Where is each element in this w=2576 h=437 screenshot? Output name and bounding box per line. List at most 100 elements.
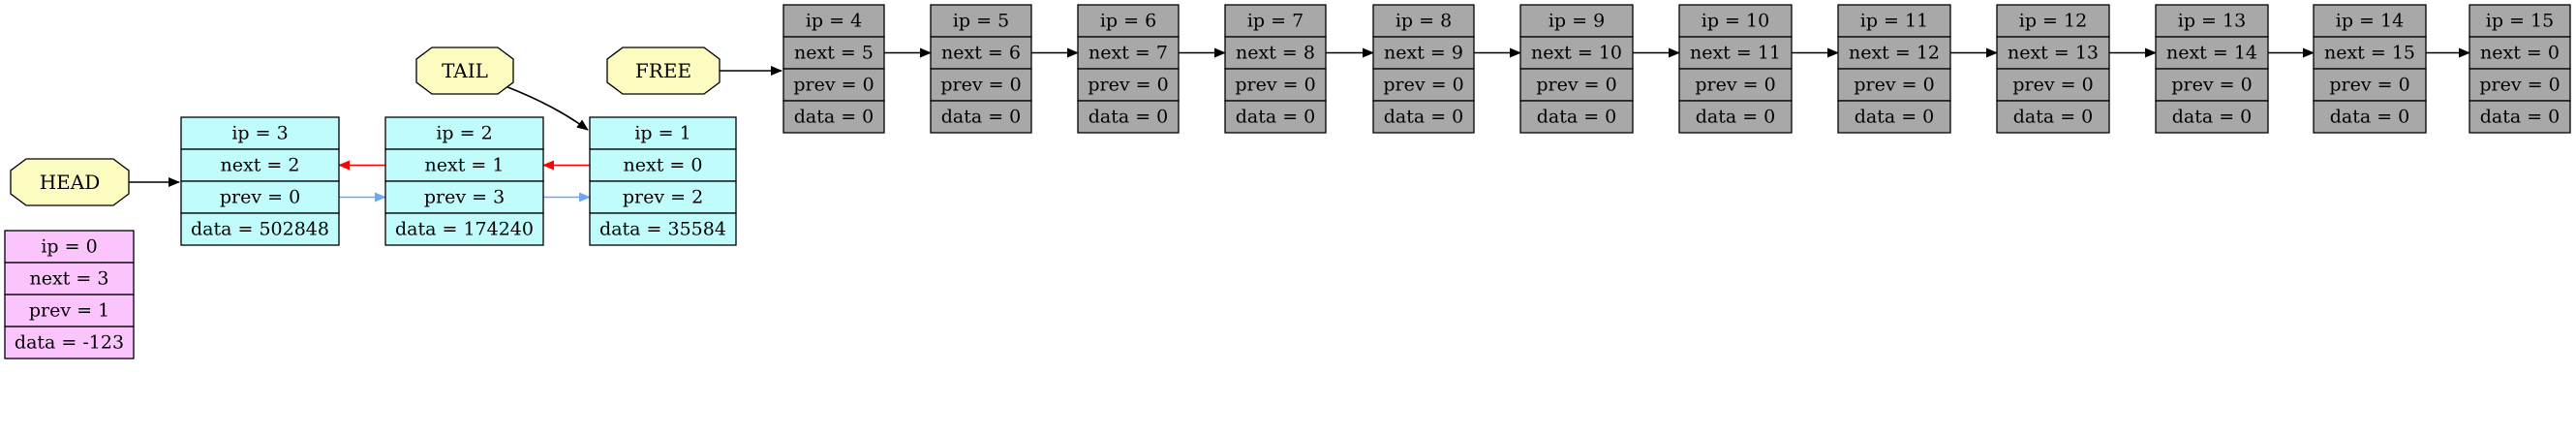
node-cell: [2155, 4, 2269, 38]
node-field-ip: ip = 8: [1395, 11, 1452, 32]
node-field-prev: prev = 2: [623, 187, 703, 208]
node-field-ip: ip = 12: [2019, 11, 2087, 32]
free-pointer: FREE: [606, 47, 721, 95]
node-field-prev: prev = 0: [2479, 75, 2560, 96]
node-field-next: next = 11: [1690, 43, 1781, 64]
node-field-ip: ip = 4: [806, 11, 862, 32]
node-cell: [4, 230, 135, 264]
node-cell: [180, 212, 340, 246]
node-field-data: data = 0: [1537, 107, 1617, 128]
node-cell: [2155, 36, 2269, 70]
head-label: HEAD: [40, 171, 101, 194]
node-cell: [4, 262, 135, 296]
node-field-next: next = 10: [1531, 43, 1622, 64]
node-cell: [1077, 100, 1180, 134]
node-cell: [589, 116, 737, 150]
node-field-next: next = 14: [2166, 43, 2257, 64]
node-cell: [1837, 68, 1951, 102]
node-cell: [930, 100, 1032, 134]
node-field-next: next = 8: [1236, 43, 1315, 64]
node-cell: [2155, 100, 2269, 134]
head-pointer: HEAD: [10, 158, 130, 206]
tail-octagon: [415, 47, 514, 95]
node-cell: [1077, 36, 1180, 70]
node-field-ip: ip = 6: [1100, 11, 1156, 32]
node-field-data: data = 0: [2172, 107, 2253, 128]
node-field-prev: prev = 0: [793, 75, 874, 96]
node-field-next: next = 9: [1384, 43, 1463, 64]
node-field-ip: ip = 13: [2178, 11, 2246, 32]
head-octagon: [10, 158, 130, 206]
node-field-next: next = 0: [2480, 43, 2560, 64]
node-field-data: data = -123: [15, 332, 124, 354]
free-label: FREE: [635, 59, 691, 82]
node-cell: [589, 180, 737, 214]
node-cell: [782, 100, 885, 134]
node-cell: [2313, 100, 2427, 134]
node-cell: [1678, 68, 1793, 102]
node-cell: [1224, 68, 1327, 102]
node-field-prev: prev = 0: [940, 75, 1021, 96]
edges-layer: [129, 47, 2470, 203]
node-field-prev: prev = 0: [1235, 75, 1315, 96]
tail-arrow: [505, 85, 589, 131]
node-cell: [930, 36, 1032, 70]
node-cell: [1837, 100, 1951, 134]
node-cell: [180, 180, 340, 214]
node-cell: [384, 148, 544, 182]
node-field-data: data = 0: [1236, 107, 1316, 128]
node-cell: [2469, 36, 2571, 70]
node-field-next: next = 2: [221, 155, 300, 176]
list-node: ip = 13 next = 14 prev = 0 data = 0: [2155, 4, 2269, 134]
node-cell: [2469, 4, 2571, 38]
node-cell: [2313, 4, 2427, 38]
node-cell: [1996, 68, 2110, 102]
node-field-prev: prev = 1: [29, 300, 109, 322]
node-cell: [2469, 100, 2571, 134]
node-cell: [589, 148, 737, 182]
node-field-data: data = 35584: [599, 219, 726, 240]
node-field-data: data = 0: [941, 107, 1022, 128]
node-cell: [384, 212, 544, 246]
node-cell: [1224, 100, 1327, 134]
node-cell: [1996, 4, 2110, 38]
node-field-data: data = 0: [1696, 107, 1776, 128]
node-field-data: data = 0: [2013, 107, 2094, 128]
node-cell: [1372, 100, 1475, 134]
node-cell: [1519, 4, 1634, 38]
node-cell: [1678, 100, 1793, 134]
node-cell: [1372, 68, 1475, 102]
free-octagon: [606, 47, 721, 95]
node-field-prev: prev = 0: [2171, 75, 2252, 96]
node-field-data: data = 0: [1384, 107, 1464, 128]
node-field-ip: ip = 1: [634, 123, 690, 144]
node-field-prev: prev = 0: [220, 187, 300, 208]
tail-label: TAIL: [442, 59, 488, 82]
node-field-prev: prev = 0: [1536, 75, 1616, 96]
node-field-data: data = 502848: [191, 219, 329, 240]
node-field-data: data = 0: [2480, 107, 2561, 128]
node-field-next: next = 5: [794, 43, 874, 64]
node-cell: [384, 116, 544, 150]
node-cell: [782, 4, 885, 38]
node-field-prev: prev = 0: [1854, 75, 1934, 96]
node-field-prev: prev = 0: [1088, 75, 1168, 96]
node-field-ip: ip = 14: [2336, 11, 2404, 32]
node-cell: [782, 68, 885, 102]
node-field-prev: prev = 0: [2012, 75, 2093, 96]
node-field-next: next = 3: [30, 268, 109, 290]
